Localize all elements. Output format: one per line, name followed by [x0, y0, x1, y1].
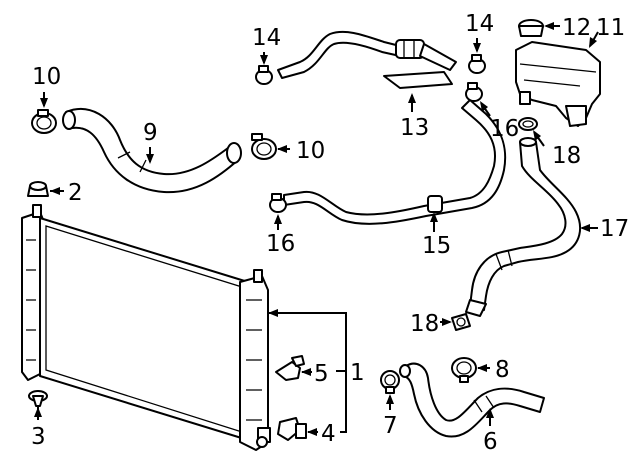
- callout-10-left: 10: [32, 64, 61, 90]
- callout-13: 13: [400, 115, 429, 141]
- callout-6: 6: [483, 429, 498, 455]
- callout-15: 15: [422, 233, 451, 259]
- reservoir-cap: [518, 19, 560, 37]
- hose-clamp-18b: [440, 313, 471, 331]
- hose-clamp-10b: [251, 133, 290, 160]
- hose-clamp-14b: [468, 38, 486, 74]
- callout-7: 7: [383, 413, 398, 439]
- callout-2: 2: [68, 180, 83, 206]
- callout-5: 5: [314, 361, 329, 387]
- bypass-hose: [283, 99, 507, 232]
- upper-radiator-hose: [62, 107, 242, 194]
- callout-12: 12: [562, 15, 591, 41]
- callout-9: 9: [143, 120, 158, 146]
- callout-17: 17: [600, 216, 629, 242]
- hose-clamp-7: [380, 370, 400, 410]
- callout-14-left: 14: [252, 25, 281, 51]
- callout-16-left: 16: [266, 231, 295, 257]
- reservoir-outlet-hose: [465, 137, 598, 317]
- callout-18-upper: 18: [552, 143, 581, 169]
- lower-radiator-hose: [399, 362, 545, 438]
- callout-18-lower: 18: [410, 311, 439, 337]
- drain-valve: [277, 417, 318, 441]
- hose-clamp-16a: [269, 193, 287, 230]
- hose-clamp-10a: [31, 92, 57, 134]
- hose-clamp-8: [451, 357, 490, 383]
- upper-insulator: [27, 181, 64, 197]
- callout-10-right: 10: [296, 138, 325, 164]
- radiator: [21, 204, 271, 451]
- hose-clamp-18a: [518, 117, 545, 147]
- callout-3: 3: [31, 424, 46, 450]
- bleeder-valve: [275, 355, 312, 381]
- callout-8: 8: [495, 357, 510, 383]
- callout-1: 1: [350, 360, 365, 386]
- leader-1: [268, 309, 347, 433]
- callout-4: 4: [321, 421, 336, 447]
- lower-insulator: [28, 390, 48, 420]
- callout-14-right: 14: [465, 11, 494, 37]
- callout-16-right: 16: [490, 116, 519, 142]
- callout-11: 11: [596, 15, 625, 41]
- vent-hose: [277, 30, 457, 112]
- hose-clamp-16b: [465, 82, 491, 117]
- hose-clamp-14a: [255, 52, 273, 85]
- coolant-reservoir: [515, 31, 601, 127]
